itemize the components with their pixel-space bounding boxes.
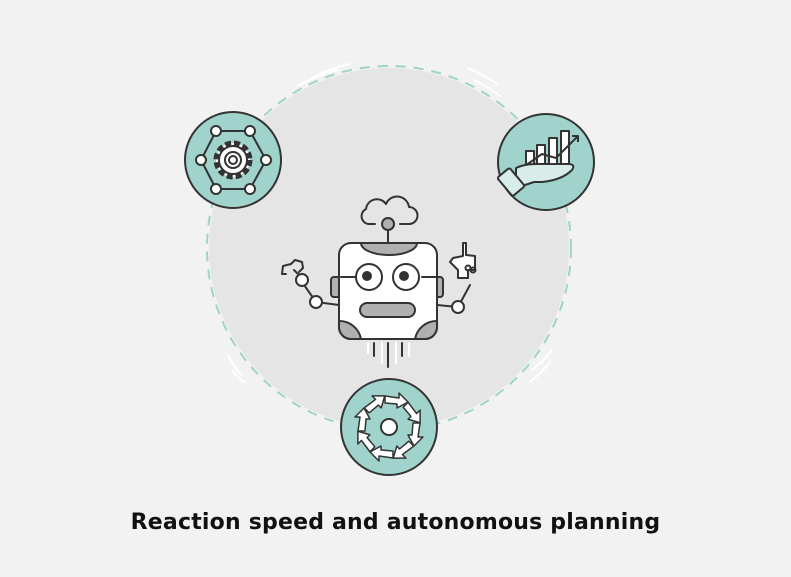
growth-chart-icon [496, 130, 579, 197]
badge-growth-chart [496, 113, 595, 211]
dashed-orbit-ring [206, 65, 572, 431]
caption: Reaction speed and autonomous planning [130, 510, 661, 535]
badge-cycle-arrows [340, 378, 438, 476]
robot [281, 195, 477, 368]
illustration [184, 63, 595, 476]
claw-icon [281, 259, 304, 275]
mouth [359, 302, 416, 318]
pointing-hand-icon [449, 242, 476, 279]
cycle-arrows-icon [354, 392, 424, 462]
cloud-icon [360, 195, 419, 225]
motion-lines [227, 63, 553, 383]
network-gear-icon [195, 125, 272, 195]
badge-network-gear [184, 111, 282, 209]
